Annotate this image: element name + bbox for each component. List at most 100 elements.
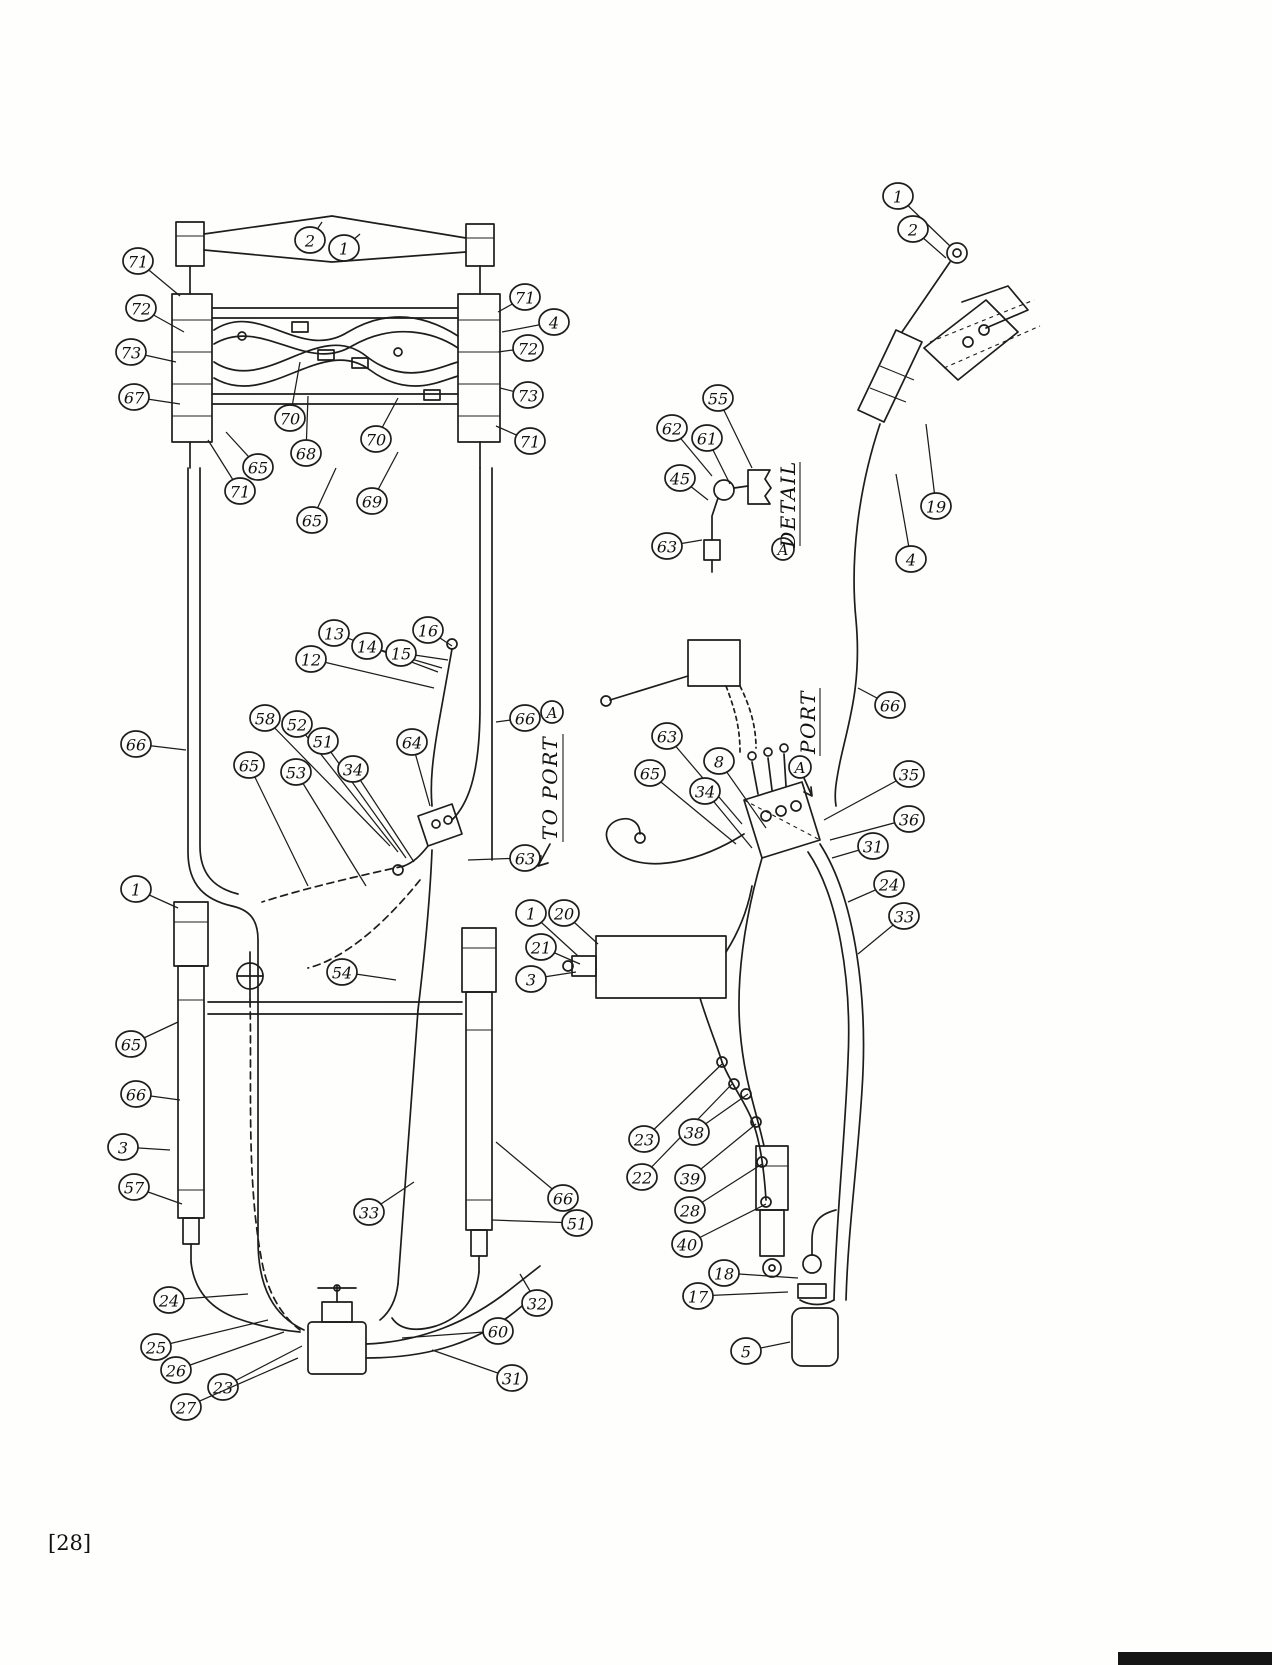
callout-66: 66 [120, 730, 187, 758]
callout-31: 31 [831, 832, 889, 860]
svg-text:2: 2 [907, 221, 918, 240]
callout-65: 65 [296, 467, 337, 534]
callout-58: 58 [249, 704, 391, 847]
callout-19: 19 [920, 423, 952, 520]
svg-text:13: 13 [324, 625, 344, 644]
svg-text:57: 57 [124, 1179, 145, 1198]
svg-text:71: 71 [515, 289, 535, 308]
callout-31: 31 [431, 1349, 528, 1392]
svg-text:72: 72 [518, 340, 538, 359]
right-valve-assembly [600, 639, 865, 1301]
svg-text:4: 4 [548, 314, 559, 333]
callout-62: 62 [656, 414, 713, 477]
svg-text:51: 51 [567, 1215, 587, 1234]
callout-71: 71 [122, 247, 181, 297]
callout-65: 65 [115, 1021, 179, 1058]
svg-text:71: 71 [520, 433, 540, 452]
callout-26: 26 [160, 1331, 285, 1384]
svg-text:19: 19 [926, 498, 946, 517]
svg-text:1: 1 [339, 240, 349, 259]
callout-1: 1 [120, 875, 179, 909]
callout-53: 53 [280, 758, 367, 887]
callout-66: 66 [495, 704, 541, 732]
svg-text:20: 20 [553, 905, 574, 924]
svg-text:32: 32 [527, 1295, 547, 1314]
callout-15: 15 [385, 639, 449, 667]
svg-text:27: 27 [175, 1399, 197, 1418]
svg-text:67: 67 [124, 389, 145, 408]
callout-1: 1 [328, 233, 361, 262]
svg-text:61: 61 [697, 430, 717, 449]
callout-5: 5 [730, 1337, 791, 1365]
svg-text:39: 39 [680, 1170, 700, 1189]
svg-text:63: 63 [515, 850, 535, 869]
detail-a-letter: A [776, 541, 789, 559]
callout-21: 21 [525, 933, 581, 965]
callout-16: 16 [412, 616, 453, 647]
filter-assembly [791, 1209, 839, 1367]
callout-25: 25 [140, 1319, 269, 1361]
svg-text:16: 16 [418, 622, 438, 641]
annotation-port: PORT A [788, 688, 821, 797]
callout-64: 64 [396, 728, 431, 807]
svg-text:21: 21 [530, 939, 551, 958]
svg-text:3: 3 [526, 971, 536, 990]
callout-51: 51 [307, 727, 407, 859]
callout-4: 4 [501, 308, 570, 336]
svg-text:60: 60 [488, 1323, 508, 1342]
callout-14: 14 [351, 632, 443, 669]
svg-text:22: 22 [631, 1169, 652, 1188]
callout-66: 66 [857, 687, 906, 719]
callout-34: 34 [337, 755, 415, 863]
svg-text:62: 62 [662, 420, 682, 439]
callout-33: 33 [353, 1181, 415, 1226]
svg-text:23: 23 [633, 1131, 654, 1150]
callout-51: 51 [491, 1209, 593, 1237]
svg-text:26: 26 [165, 1362, 186, 1381]
svg-text:1: 1 [526, 905, 536, 924]
svg-text:66: 66 [515, 710, 535, 729]
svg-text:66: 66 [553, 1190, 573, 1209]
callout-34: 34 [689, 777, 753, 849]
port-a-marker-circle [540, 700, 564, 724]
svg-text:3: 3 [118, 1139, 128, 1158]
svg-text:40: 40 [676, 1236, 697, 1255]
svg-text:33: 33 [359, 1204, 379, 1223]
callout-72: 72 [497, 334, 544, 362]
svg-text:65: 65 [640, 765, 660, 784]
callout-61: 61 [691, 424, 731, 485]
callout-65: 65 [634, 759, 737, 845]
callout-52: 52 [281, 710, 399, 853]
callout-8: 8 [703, 747, 767, 829]
callout-12: 12 [295, 645, 435, 689]
svg-text:2: 2 [304, 232, 315, 251]
reservoir-tank [562, 885, 753, 1063]
svg-text:12: 12 [301, 651, 321, 670]
svg-text:45: 45 [669, 470, 690, 489]
svg-text:53: 53 [286, 764, 306, 783]
svg-text:25: 25 [145, 1339, 166, 1358]
pump-assembly [307, 1265, 541, 1375]
callout-22: 22 [626, 1083, 733, 1191]
svg-text:34: 34 [695, 783, 715, 802]
callout-23: 23 [628, 1063, 723, 1153]
callout-57: 57 [118, 1173, 183, 1205]
svg-text:14: 14 [357, 638, 377, 657]
callout-24: 24 [847, 870, 905, 903]
callout-71: 71 [497, 283, 541, 313]
svg-text:4: 4 [905, 551, 916, 570]
callout-63: 63 [467, 844, 541, 872]
callout-35: 35 [823, 760, 925, 821]
callout-66: 66 [120, 1080, 181, 1108]
top-frame-assembly [171, 215, 501, 469]
callout-71: 71 [207, 439, 256, 505]
callout-33: 33 [857, 902, 920, 955]
callout-71: 71 [495, 425, 546, 455]
valve-port-a-circle [788, 755, 812, 779]
callout-67: 67 [118, 383, 181, 411]
callout-65: 65 [233, 751, 309, 887]
callout-63: 63 [651, 722, 743, 825]
svg-text:31: 31 [502, 1370, 522, 1389]
